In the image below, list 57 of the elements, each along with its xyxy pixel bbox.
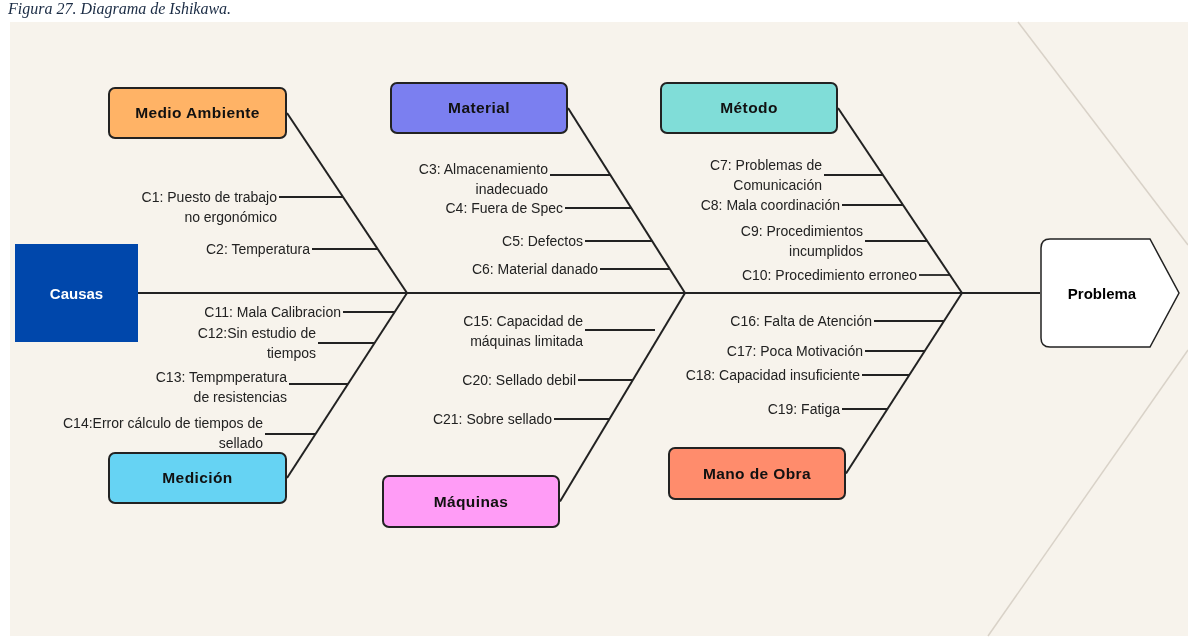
bone-line <box>286 292 408 479</box>
branch-line <box>584 329 656 331</box>
category-box: Método <box>660 82 838 134</box>
branch-line <box>841 408 888 410</box>
cause-text: C19: Fatiga <box>720 399 840 419</box>
cause-text: C20: Sellado debil <box>426 370 576 390</box>
bone-line <box>567 107 686 294</box>
bone-line <box>837 107 963 294</box>
cause-header-box: Causas <box>15 244 138 342</box>
spine-line <box>137 292 1041 294</box>
cause-text: C15: Capacidad de máquinas limitada <box>448 311 583 351</box>
cause-text: C21: Sobre sellado <box>402 409 552 429</box>
branch-line <box>311 248 379 250</box>
cause-text: C14:Error cálculo de tiempos de sellado <box>63 413 263 453</box>
branch-line <box>553 418 610 420</box>
branch-line <box>864 350 926 352</box>
category-box: Material <box>390 82 568 134</box>
cause-text: C3: Almacenamiento inadecuado <box>403 159 548 199</box>
cause-text: C16: Falta de Atención <box>692 311 872 331</box>
branch-line <box>861 374 910 376</box>
cause-text: C12:Sin estudio de tiempos <box>186 323 316 363</box>
bone-line <box>559 292 686 503</box>
cause-text: C17: Poca Motivación <box>683 341 863 361</box>
branch-line <box>864 240 928 242</box>
cause-text: C7: Problemas de Comunicación <box>697 155 822 195</box>
branch-line <box>577 379 634 381</box>
figure-title: Figura 27. Diagrama de Ishikawa. <box>8 0 232 18</box>
branch-line <box>278 196 344 198</box>
cause-text: C6: Material danado <box>428 259 598 279</box>
cause-text: C8: Mala coordinación <box>660 195 840 215</box>
category-box: Medición <box>108 452 287 504</box>
cause-text: C9: Procedimientos incumplidos <box>723 221 863 261</box>
branch-line <box>823 174 884 176</box>
branch-line <box>564 207 632 209</box>
branch-line <box>873 320 945 322</box>
cause-text: C13: Tempmperatura de resistencias <box>142 367 287 407</box>
branch-line <box>841 204 904 206</box>
bone-line <box>286 112 408 294</box>
cause-text: C10: Procedimiento erroneo <box>697 265 917 285</box>
cause-text: C1: Puesto de trabajo no ergonómico <box>127 187 277 227</box>
category-box: Máquinas <box>382 475 560 528</box>
cause-text: C18: Capacidad insuficiente <box>640 365 860 385</box>
cause-text: C5: Defectos <box>433 231 583 251</box>
branch-line <box>342 311 396 313</box>
branch-line <box>599 268 671 270</box>
cause-text: C11: Mala Calibracion <box>171 302 341 322</box>
branch-line <box>264 433 317 435</box>
branch-line <box>288 383 349 385</box>
branch-line <box>549 174 611 176</box>
category-box: Mano de Obra <box>668 447 846 500</box>
bone-line <box>845 292 963 475</box>
branch-line <box>317 342 376 344</box>
cause-text: C2: Temperatura <box>160 239 310 259</box>
cause-text: C4: Fuera de Spec <box>403 198 563 218</box>
category-box: Medio Ambiente <box>108 87 287 139</box>
branch-line <box>584 240 653 242</box>
branch-line <box>918 274 951 276</box>
